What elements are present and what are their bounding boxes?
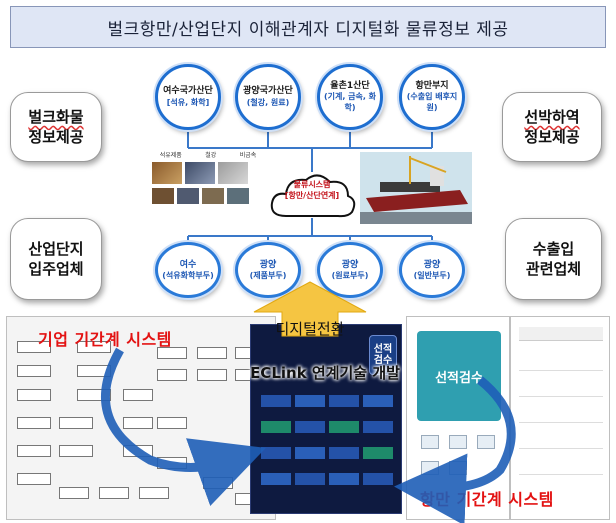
bubble-line-2: 관련업체	[525, 260, 582, 278]
node-name: 광양	[423, 259, 441, 270]
eclink-label: ECLink 연계기술 개발	[250, 364, 400, 382]
node-port-site: 항만부지 (수출입 배후지원)	[399, 64, 465, 130]
node-sub: (석유화학부두)	[162, 270, 214, 280]
material-label: 철강	[205, 152, 217, 159]
material-photos: 석유제품 철강 비금속	[148, 150, 268, 224]
ship-illustration	[360, 152, 472, 224]
logistics-system-label: 물류시스템 [항만/산단연계]	[276, 180, 348, 202]
node-sub: (원료부두)	[331, 270, 369, 280]
node-name: 항만부지	[415, 80, 449, 91]
bubble-line-1: 산업단지	[28, 239, 84, 258]
cloud-icon	[270, 174, 356, 218]
system-sub: [항만/산단연계]	[284, 190, 340, 200]
enterprise-system-label: 기업 기간계 시스템	[38, 330, 172, 349]
node-name: 여수	[179, 259, 197, 270]
material-label: 비금속	[239, 152, 257, 159]
node-gwangyang-general-pier: 광양 (일반부두)	[399, 242, 465, 298]
industrial-tenants-bubble: 산업단지 입주업체	[10, 218, 102, 300]
node-name: 광양	[259, 259, 277, 270]
node-sub: [석유, 화학]	[166, 97, 210, 107]
bubble-line-1: 선박하역	[524, 107, 580, 126]
node-gwangyang-raw-pier: 광양 (원료부두)	[317, 242, 383, 298]
node-gwangyang-product-pier: 광양 (제품부두)	[235, 242, 301, 298]
node-yeosu-national-complex: 여수국가산단 [석유, 화학]	[155, 64, 221, 130]
bulk-cargo-bubble: 벌크화물 정보제공	[10, 92, 102, 162]
node-sub: (기계, 금속, 화학)	[323, 92, 377, 112]
ship-loading-bubble: 선박하역 정보제공	[502, 92, 602, 162]
enterprise-flowchart-panel	[6, 316, 276, 520]
node-name: 여수국가산단	[163, 85, 213, 96]
phone-title: 선적검수	[435, 370, 483, 386]
node-sub: (제품부두)	[249, 270, 287, 280]
node-name: 광양국가산단	[243, 85, 293, 96]
import-export-bubble: 수출입 관련업체	[505, 218, 602, 300]
material-label: 석유제품	[159, 152, 182, 159]
digital-transform-arrow	[253, 281, 367, 337]
mobile-app-left: 선적검수	[406, 316, 510, 520]
digital-transform-label: 디지털전환	[275, 320, 345, 338]
node-gwangyang-national-complex: 광양국가산단 (철강, 원료)	[235, 64, 301, 130]
node-yeosu-petrochem-pier: 여수 (석유화학부두)	[155, 242, 221, 298]
node-sub: (일반부두)	[413, 270, 451, 280]
bubble-line-1: 수출입	[532, 239, 575, 258]
bubble-line-2: 정보제공	[28, 128, 84, 146]
bubble-line-1: 벌크화물	[28, 107, 84, 126]
bubble-line-2: 정보제공	[524, 128, 580, 146]
page-title: 벌크항만/산업단지 이해관계자 디지털화 물류정보 제공	[10, 6, 606, 48]
system-name: 물류시스템	[293, 180, 331, 189]
node-name: 광양	[341, 259, 359, 270]
node-sub: (수출입 배후지원)	[406, 92, 458, 112]
node-name: 율촌1산단	[330, 80, 370, 91]
node-sub: (철강, 원료)	[246, 97, 290, 107]
node-yulchon-complex: 율촌1산단 (기계, 금속, 화학)	[317, 64, 383, 130]
bubble-line-2: 입주업체	[28, 260, 84, 278]
